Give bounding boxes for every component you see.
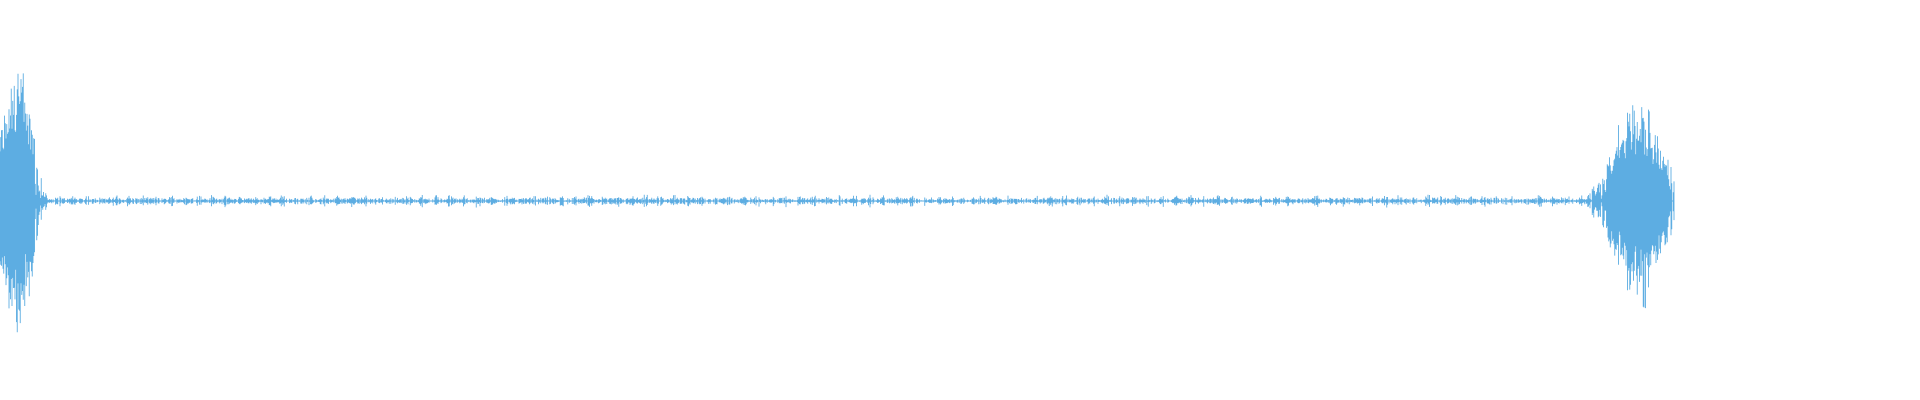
- waveform-signal: [0, 73, 1675, 333]
- waveform-bars: [0, 73, 1675, 333]
